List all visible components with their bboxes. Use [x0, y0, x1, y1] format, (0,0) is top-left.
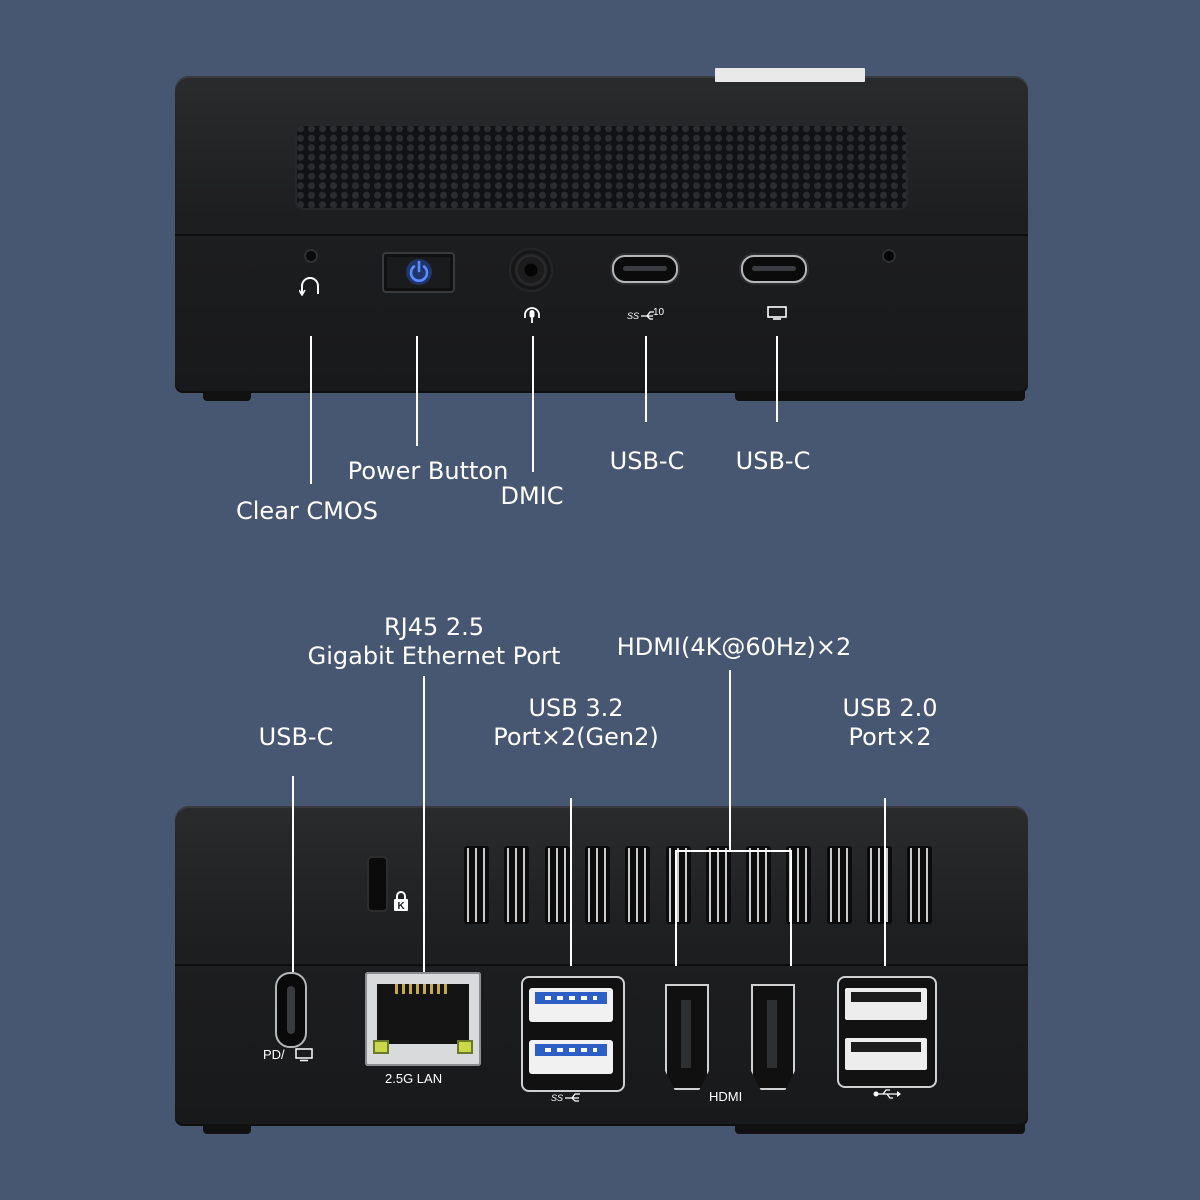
usb20-port-stack: [837, 976, 937, 1088]
callout-line-usb32: [570, 798, 572, 966]
label-clear-cmos: Clear CMOS: [236, 497, 378, 525]
label-usb32-line1: USB 3.2: [528, 694, 624, 722]
superspeed-usb-icon: SS: [551, 1090, 591, 1106]
rj45-port[interactable]: [365, 972, 481, 1066]
kensington-lock-slot[interactable]: [369, 858, 386, 910]
callout-line-hdmi-2: [790, 850, 792, 966]
svg-text:SS: SS: [627, 311, 639, 321]
rj45-pins: [395, 984, 451, 994]
vent-slot: [464, 846, 489, 924]
usb32-port-stack: [521, 976, 625, 1092]
label-power-button: Power Button: [347, 457, 509, 485]
callout-line-rj45: [423, 676, 425, 972]
callout-line-hdmi: [729, 670, 731, 852]
mini-pc-rear-panel: K PD/ 2.5G LAN SS HDMI: [175, 806, 1028, 1134]
callout-line-rear-usbc: [292, 776, 294, 972]
label-usb32-line2: Port×2(Gen2): [493, 723, 659, 751]
power-icon: [405, 258, 433, 290]
vent-slot: [584, 846, 610, 924]
lan-activity-led: [457, 1040, 473, 1054]
dmic-jack[interactable]: [509, 248, 553, 292]
usb20-port-1[interactable]: [845, 988, 927, 1020]
label-rear-usbc: USB-C: [258, 723, 334, 751]
callout-branch-hdmi: [675, 850, 791, 852]
callout-line-clear-cmos: [310, 336, 312, 484]
callout-line-dmic: [532, 336, 534, 472]
rj45-socket: [377, 984, 469, 1044]
front-vent-grill: [295, 124, 908, 210]
vent-slot: [746, 846, 772, 924]
usb32-port-1[interactable]: [529, 988, 613, 1022]
usbc-speed-mark: 10: [653, 307, 665, 318]
device-foot: [203, 1124, 251, 1134]
label-usb20-line1: USB 2.0: [842, 694, 938, 722]
clear-cmos-icon: [298, 276, 321, 298]
vent-slot: [665, 846, 691, 924]
callout-line-usb20: [884, 798, 886, 966]
label-usb20-line2: Port×2: [848, 723, 932, 751]
vent-slot: [544, 846, 570, 924]
label-rj45-line2: Gigabit Ethernet Port: [307, 642, 561, 670]
callout-line-power-button: [416, 336, 418, 446]
label-dmic: DMIC: [500, 482, 564, 510]
usb-icon: [873, 1088, 901, 1102]
label-usbc-1: USB-C: [609, 447, 685, 475]
display-icon: [295, 1048, 315, 1064]
label-hdmi: HDMI(4K@60Hz)×2: [616, 633, 852, 661]
status-led: [884, 251, 894, 261]
hdmi-port-2[interactable]: [751, 984, 795, 1090]
vent-slot: [907, 846, 933, 924]
power-button[interactable]: [382, 252, 455, 293]
device-foot: [735, 391, 1025, 401]
svg-text:K: K: [398, 901, 406, 912]
panel-seam: [175, 234, 1028, 236]
label-rj45-line1: RJ45 2.5: [383, 613, 485, 641]
kensington-lock-icon: K: [393, 890, 409, 914]
usbc-port-1[interactable]: [612, 255, 678, 283]
usbc-port-2[interactable]: [741, 255, 807, 283]
vent-slot: [826, 846, 852, 924]
lan-link-led: [373, 1040, 389, 1054]
vent-slot: [504, 846, 530, 924]
callout-line-hdmi-1: [675, 850, 677, 966]
callout-line-usbc-1: [645, 336, 647, 422]
hdmi-mark: HDMI: [709, 1089, 743, 1104]
microphone-icon: [523, 306, 541, 326]
rear-usbc-port[interactable]: [275, 972, 307, 1048]
device-foot: [735, 1124, 1025, 1134]
mini-pc-front-panel: SS 10: [175, 68, 1028, 401]
device-foot: [203, 391, 251, 401]
hdmi-port-1[interactable]: [665, 984, 709, 1090]
vent-slot: [705, 846, 731, 924]
panel-seam: [175, 964, 1028, 966]
vent-slot: [625, 846, 651, 924]
svg-text:SS: SS: [551, 1093, 563, 1103]
superspeed-usb-icon: SS: [627, 306, 667, 324]
usb20-port-2[interactable]: [845, 1038, 927, 1070]
callout-line-usbc-2: [776, 336, 778, 422]
lan-mark: 2.5G LAN: [385, 1071, 443, 1086]
clear-cmos-hole: [306, 251, 316, 261]
vent-slot: [867, 846, 892, 924]
display-icon: [767, 306, 789, 322]
pd-mark: PD/: [263, 1047, 285, 1062]
label-usbc-2: USB-C: [735, 447, 811, 475]
top-sticker: [715, 68, 865, 82]
usb32-port-2[interactable]: [529, 1040, 613, 1074]
